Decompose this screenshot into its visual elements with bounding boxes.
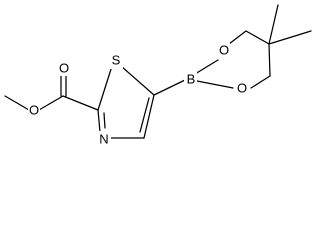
- bond-ch2-lower-o: [250, 75, 271, 89]
- bond-s-c5: [120, 65, 155, 96]
- bond-b-o-upper: [194, 59, 219, 75]
- dioxaborinane-upper-oxygen-label: O: [219, 43, 229, 58]
- methyl-ester-oxygen-label: O: [29, 103, 39, 118]
- bond-o-carbonyl-carbon: [38, 95, 64, 111]
- bond-c5-b: [153, 79, 186, 96]
- dioxaborinane-lower-oxygen-label: O: [237, 81, 247, 96]
- bonds: [4, 4, 312, 139]
- bond-o-upper-ch2: [228, 30, 247, 45]
- bond-ester-thiazole: [62, 95, 99, 111]
- thiazole-nitrogen-label: N: [99, 132, 108, 147]
- chemical-structure-diagram: O O S N B O O: [4, 4, 312, 147]
- bond-cquat-methyl-upper: [268, 4, 279, 45]
- atom-labels: O O S N B O O: [28, 43, 248, 147]
- bond-n-c2-inner: [103, 112, 106, 129]
- bond-cquat-ch2-lower: [268, 43, 271, 77]
- bond-c2-s: [97, 65, 113, 111]
- bond-n-c2: [97, 109, 101, 133]
- bond-c5-c4: [143, 94, 155, 139]
- bond-cquat-methyl-right: [268, 30, 312, 45]
- boron-label: B: [187, 72, 196, 87]
- bond-c4-c5-inner: [139, 97, 150, 133]
- bond-methyl-o: [4, 95, 30, 111]
- bond-ch2-cquat: [245, 30, 270, 45]
- bond-o-lower-b: [196, 80, 234, 89]
- thiazole-sulfur-label: S: [112, 53, 121, 68]
- carbonyl-oxygen-label: O: [59, 61, 69, 76]
